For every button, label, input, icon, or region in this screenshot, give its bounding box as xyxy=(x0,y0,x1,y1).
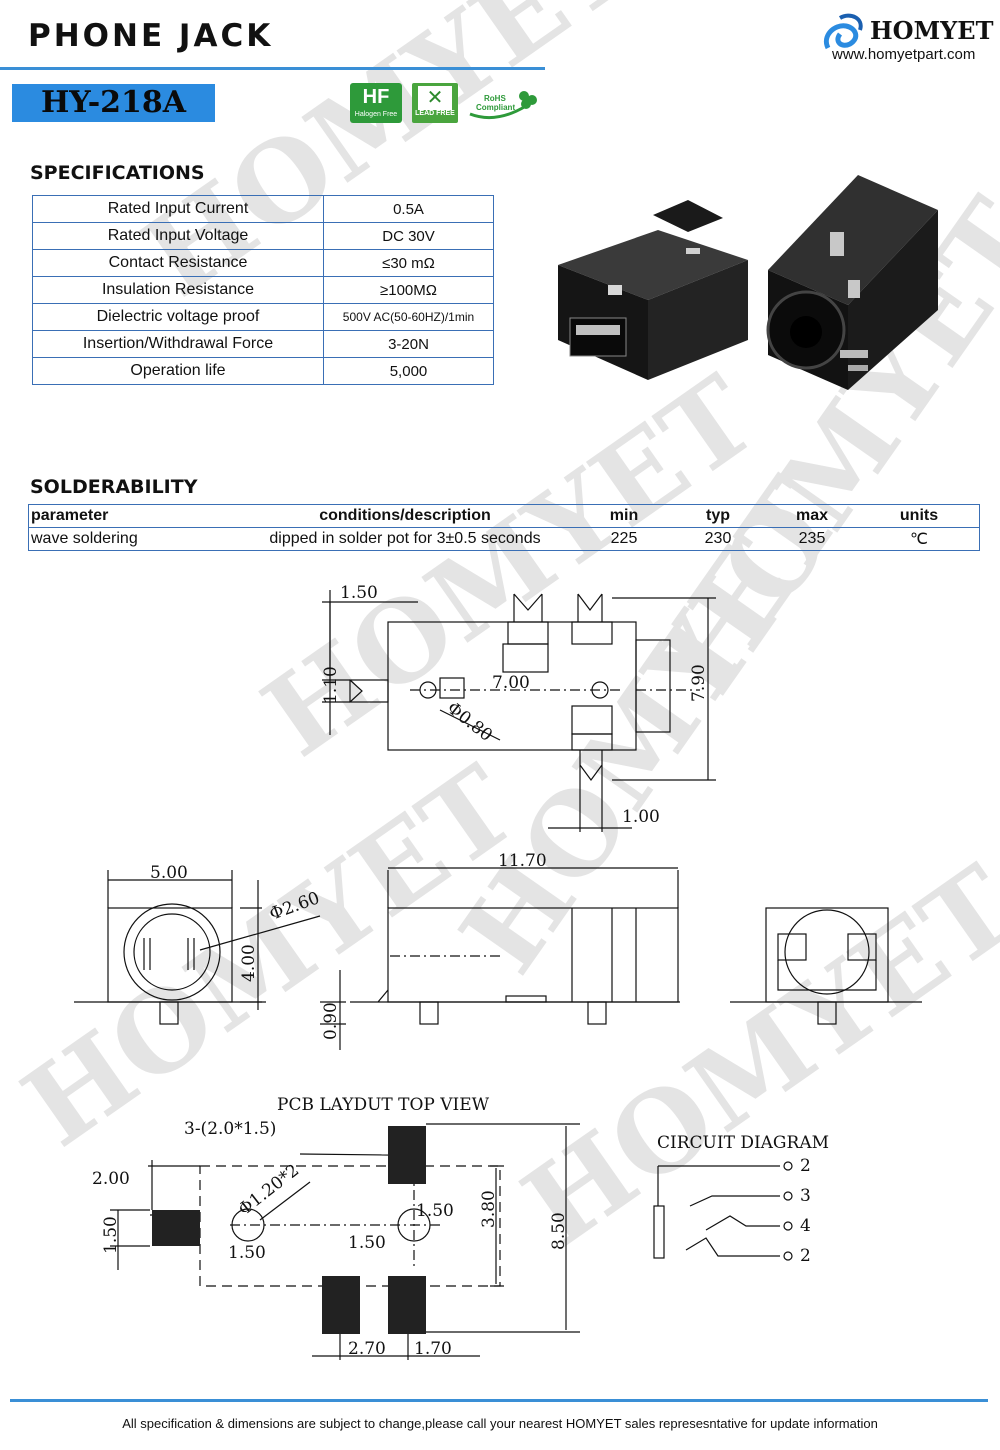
dim-label: 3.80 xyxy=(479,1190,499,1228)
spec-name: Rated Input Current xyxy=(32,195,324,223)
column-header: units xyxy=(859,504,980,528)
dim-label: 11.70 xyxy=(498,851,547,871)
table-header-row: parameter conditions/description min typ… xyxy=(28,504,980,528)
dim-label: 1.50 xyxy=(416,1201,454,1221)
pin-label: 2 xyxy=(800,1156,811,1176)
pin-label: 2 xyxy=(800,1246,811,1266)
technical-drawings: 1.50 1.10 7.00 Φ0.80 7.90 1.00 5.00 Φ2.6… xyxy=(74,583,922,1360)
dim-label: 2.00 xyxy=(92,1169,130,1189)
spec-value: 3-20N xyxy=(323,330,494,358)
brand-url: www.homyetpart.com xyxy=(832,46,976,63)
specifications-heading: SPECIFICATIONS xyxy=(30,162,205,184)
table-cell: 225 xyxy=(610,530,638,547)
column-header: conditions/description xyxy=(233,504,577,528)
side-view-drawing xyxy=(320,867,680,1050)
dim-label: 2.70 xyxy=(348,1339,386,1359)
lead-free-icon: ✕ LEAD FREE xyxy=(412,83,458,123)
column-header: min xyxy=(577,504,671,528)
table-cell: 235 xyxy=(798,530,826,547)
table-cell: dipped in solder pot for 3±0.5 seconds xyxy=(269,530,541,547)
spec-name: Insulation Resistance xyxy=(32,276,324,304)
brand-logo-icon xyxy=(824,13,863,50)
circuit-diagram-drawing xyxy=(653,1161,793,1261)
header-divider xyxy=(0,67,545,70)
spec-value: 0.5A xyxy=(323,195,494,223)
brand-name: HOMYET xyxy=(870,16,994,45)
spec-name: Dielectric voltage proof xyxy=(32,303,324,331)
table-cell: 230 xyxy=(704,530,732,547)
dim-label: Φ0.80 xyxy=(443,698,496,746)
spec-name: Insertion/Withdrawal Force xyxy=(32,330,324,358)
halogen-free-icon: HF Halogen Free xyxy=(350,83,402,123)
table-row: Contact Resistance≤30 mΩ xyxy=(32,249,494,277)
table-row: Insulation Resistance≥100MΩ xyxy=(32,276,494,304)
pcb-title: PCB LAYDUT TOP VIEW xyxy=(277,1095,490,1115)
table-cell: wave soldering xyxy=(31,530,138,547)
pcb-pad xyxy=(322,1276,360,1334)
dim-label: 7.00 xyxy=(492,673,530,693)
dim-label: 1.50 xyxy=(348,1233,386,1253)
front-view-drawing xyxy=(74,870,321,1025)
page-title: PHONE JACK xyxy=(28,18,274,54)
spec-value: ≥100MΩ xyxy=(323,276,494,304)
dim-label: 1.70 xyxy=(414,1339,452,1359)
footer-note: All specification & dimensions are subje… xyxy=(122,1416,878,1431)
product-photo xyxy=(558,175,938,390)
dim-label: 1.50 xyxy=(101,1216,121,1254)
footer-divider xyxy=(10,1399,988,1402)
spec-name: Contact Resistance xyxy=(32,249,324,277)
pin-label: 3 xyxy=(800,1186,811,1206)
dim-label: 1.50 xyxy=(340,583,378,603)
spec-value: ≤30 mΩ xyxy=(323,249,494,277)
table-cell: ℃ xyxy=(910,531,928,548)
right-view-drawing xyxy=(730,907,922,1025)
dim-label: Φ1.20*2 xyxy=(235,1160,303,1220)
pcb-pad xyxy=(388,1276,426,1334)
spec-value: DC 30V xyxy=(323,222,494,250)
circuit-title: CIRCUIT DIAGRAM xyxy=(657,1133,829,1153)
dim-label: 1.00 xyxy=(622,807,660,827)
dim-label: Φ2.60 xyxy=(267,888,323,925)
table-row: wave soldering dipped in solder pot for … xyxy=(29,528,980,551)
pin-label: 4 xyxy=(800,1216,811,1236)
dim-label: 8.50 xyxy=(549,1212,569,1250)
column-header: typ xyxy=(671,504,765,528)
dim-label: 3-(2.0*1.5) xyxy=(184,1119,276,1139)
rohs-compliant-icon: RoHS Compliant xyxy=(466,84,542,122)
column-header: max xyxy=(765,504,859,528)
dim-label: 7.90 xyxy=(689,664,709,702)
pcb-pad xyxy=(388,1126,426,1184)
pcb-pad xyxy=(152,1210,200,1246)
solderability-heading: SOLDERABILITY xyxy=(30,476,198,498)
dim-label: 1.10 xyxy=(321,666,341,704)
top-view-drawing xyxy=(322,590,716,832)
solderability-table: parameter conditions/description min typ… xyxy=(28,504,980,551)
column-header: parameter xyxy=(28,504,233,528)
spec-name: Rated Input Voltage xyxy=(32,222,324,250)
spec-value: 500V AC(50-60HZ)/1min xyxy=(323,303,494,331)
dim-label: 1.50 xyxy=(228,1243,266,1263)
dim-label: 4.00 xyxy=(239,944,259,982)
dim-label: 5.00 xyxy=(150,863,188,883)
model-badge: HY-218A xyxy=(12,84,215,122)
spec-value: 5,000 xyxy=(323,357,494,385)
dim-label: 0.90 xyxy=(321,1002,341,1040)
spec-name: Operation life xyxy=(32,357,324,385)
